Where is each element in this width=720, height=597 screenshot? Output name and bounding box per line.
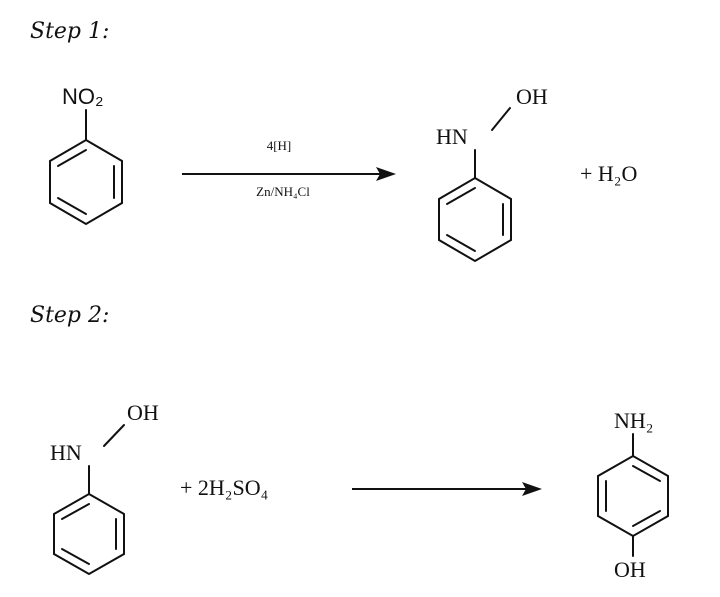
water-byproduct: + H₂O [580, 161, 637, 186]
condition-above: 4[H] [267, 138, 292, 153]
step1-label: Step 1: [30, 19, 109, 44]
hydroxyl-label: OH [516, 84, 548, 109]
nitro-group-label: NO₂ [62, 84, 104, 109]
benzene-ring [53, 492, 125, 576]
n-o-bond [103, 424, 125, 447]
condition-below: Zn/NH₄Cl [256, 184, 310, 199]
reaction-arrow-step2 [352, 482, 542, 496]
reaction-arrow-step1: 4[H] Zn/NH₄Cl [182, 138, 396, 199]
nitrobenzene-structure: NO₂ [49, 84, 123, 226]
hydroxyl-label: OH [127, 400, 159, 425]
phenylhydroxylamine-structure: OH HN [436, 84, 548, 263]
aminophenol-structure: NH₂ OH [597, 408, 669, 582]
step2-label: Step 2: [30, 303, 109, 328]
n-o-bond [491, 107, 511, 131]
sulfuric-acid-reagent: + 2H₂SO₄ [180, 475, 268, 500]
benzene-ring [49, 138, 123, 226]
phenylhydroxylamine-structure: OH HN [50, 400, 159, 576]
benzene-ring [597, 454, 669, 538]
amino-group-label: NH₂ [614, 408, 653, 433]
benzene-ring [438, 176, 512, 263]
hydroxyl-label: OH [614, 557, 646, 582]
amine-nh-label: HN [50, 440, 82, 465]
amine-nh-label: HN [436, 124, 468, 149]
